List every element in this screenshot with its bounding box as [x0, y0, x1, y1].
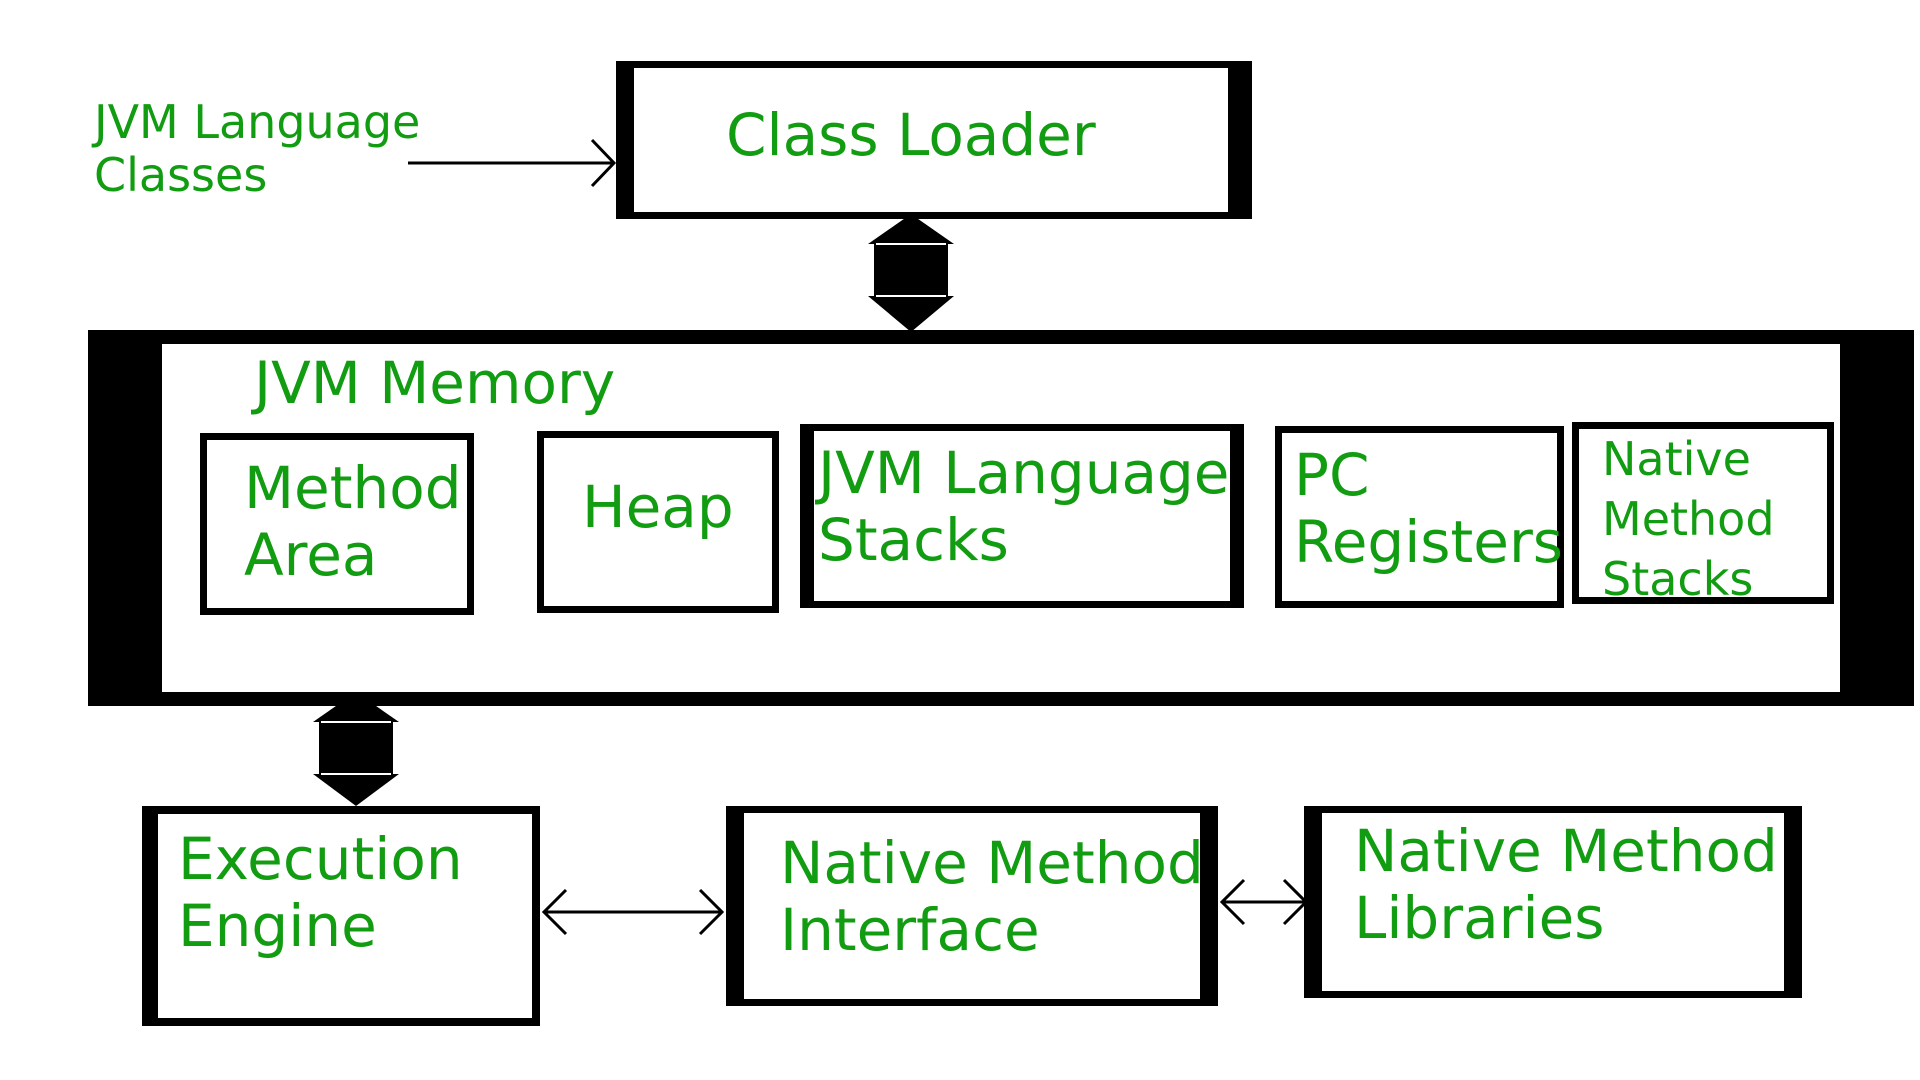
native-method-stacks-label: Native Method Stacks [1602, 430, 1775, 609]
engine-interface-arrow [541, 888, 725, 936]
native-method-stacks-line1: Native [1602, 432, 1751, 486]
native-method-interface-line1: Native Method [780, 829, 1204, 897]
method-area-line1: Method [244, 454, 462, 522]
method-area-box [200, 433, 474, 615]
native-method-stacks-line3: Stacks [1602, 551, 1754, 606]
jvm-language-stacks-line1: JVM Language [818, 439, 1230, 507]
input-label-line1: JVM Language [94, 95, 421, 149]
pc-registers-label: PC Registers [1294, 442, 1563, 575]
jvm-memory-title: JVM Memory [254, 349, 616, 417]
classloader-memory-double-arrow [868, 214, 954, 332]
native-method-interface-line2: Interface [780, 895, 1040, 964]
method-area-label: Method Area [244, 455, 462, 588]
method-area-line2: Area [244, 520, 378, 589]
native-method-libraries-box [1304, 806, 1802, 998]
native-method-libraries-line2: Libraries [1354, 883, 1605, 952]
input-label: JVM Language Classes [94, 96, 420, 202]
input-label-line2: Classes [94, 147, 268, 202]
pc-registers-line1: PC [1294, 441, 1370, 509]
heap-label: Heap [582, 473, 734, 541]
pc-registers-box [1275, 426, 1564, 608]
pc-registers-line2: Registers [1294, 507, 1564, 576]
heap-box [537, 431, 779, 613]
jvm-language-stacks-label: JVM Language Stacks [818, 440, 1230, 573]
jvm-language-stacks-line2: Stacks [818, 505, 1009, 574]
native-method-libraries-label: Native Method Libraries [1354, 818, 1778, 951]
native-method-interface-box [726, 806, 1218, 1006]
execution-engine-line1: Execution [178, 825, 463, 893]
jvm-language-stacks-box [800, 424, 1244, 608]
native-method-interface-label: Native Method Interface [780, 830, 1204, 963]
class-loader-label: Class Loader [726, 101, 1096, 169]
class-loader-box [616, 61, 1252, 219]
input-arrow [408, 138, 617, 188]
execution-engine-box [142, 806, 540, 1026]
native-method-stacks-box [1572, 422, 1834, 604]
execution-engine-label: Execution Engine [178, 826, 463, 959]
interface-libraries-arrow [1219, 878, 1309, 926]
execution-engine-line2: Engine [178, 891, 377, 960]
native-method-stacks-line2: Method [1602, 491, 1775, 546]
memory-engine-double-arrow [313, 692, 399, 806]
native-method-libraries-line1: Native Method [1354, 817, 1778, 885]
